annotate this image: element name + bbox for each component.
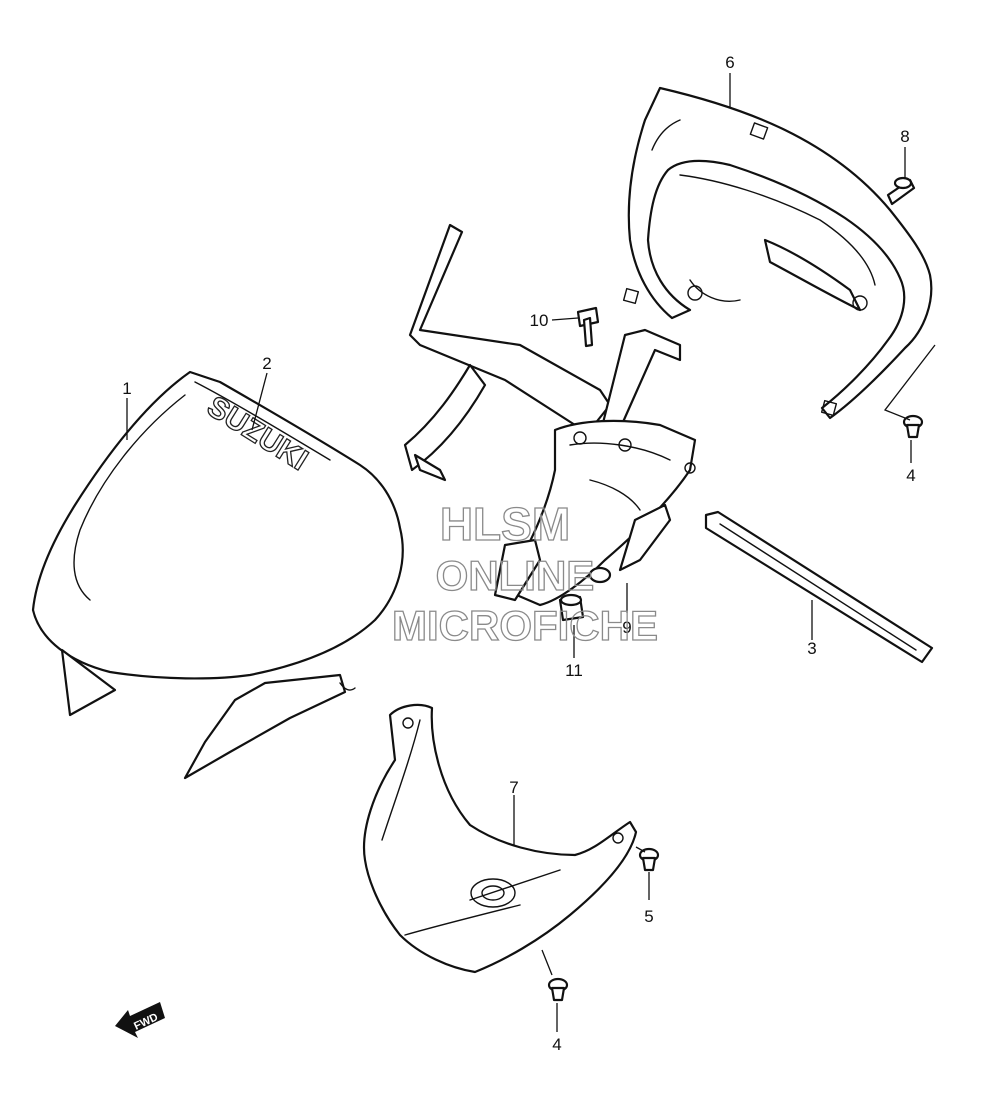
- watermark-line-2: ONLINE: [436, 552, 595, 599]
- part-1-headlight-cowl: [31, 370, 404, 780]
- fastener-clip-5: [638, 847, 660, 872]
- part-7-lower-cover: [363, 703, 638, 974]
- fastener-screw-8: [886, 176, 916, 206]
- callout-8: 8: [900, 127, 909, 146]
- watermark-line-1: HLSM: [440, 498, 570, 550]
- callout-5: 5: [644, 907, 653, 926]
- callout-7: 7: [509, 778, 518, 797]
- part-bracket-stay: [403, 223, 697, 607]
- callout-labels: 1 2 3 4 4 5 6 7 8 9 10 11: [122, 53, 915, 1054]
- callout-1: 1: [122, 379, 131, 398]
- callout-3: 3: [807, 639, 816, 658]
- watermark-line-3: MICROFICHE: [392, 602, 658, 649]
- callout-6: 6: [725, 53, 734, 72]
- callout-4-lower: 4: [552, 1035, 561, 1054]
- callout-2: 2: [262, 354, 271, 373]
- fastener-grommet-11: [558, 593, 585, 622]
- leader-lines: [126, 73, 912, 1032]
- fwd-arrow-icon: FWD: [115, 1002, 165, 1038]
- callout-4-upper: 4: [906, 466, 915, 485]
- callout-9: 9: [622, 618, 631, 637]
- fastener-clip-4-upper: [902, 414, 924, 439]
- callout-10: 10: [530, 311, 549, 330]
- part-6-upper-panel: [622, 86, 933, 420]
- watermark: HLSM ONLINE MICROFICHE: [391, 497, 658, 649]
- fastener-collar-9: [588, 566, 612, 584]
- callout-11: 11: [565, 661, 583, 680]
- fastener-bolt-10: [576, 306, 600, 348]
- part-3-seal-strip: [704, 510, 934, 664]
- fastener-clip-4-lower: [547, 977, 569, 1002]
